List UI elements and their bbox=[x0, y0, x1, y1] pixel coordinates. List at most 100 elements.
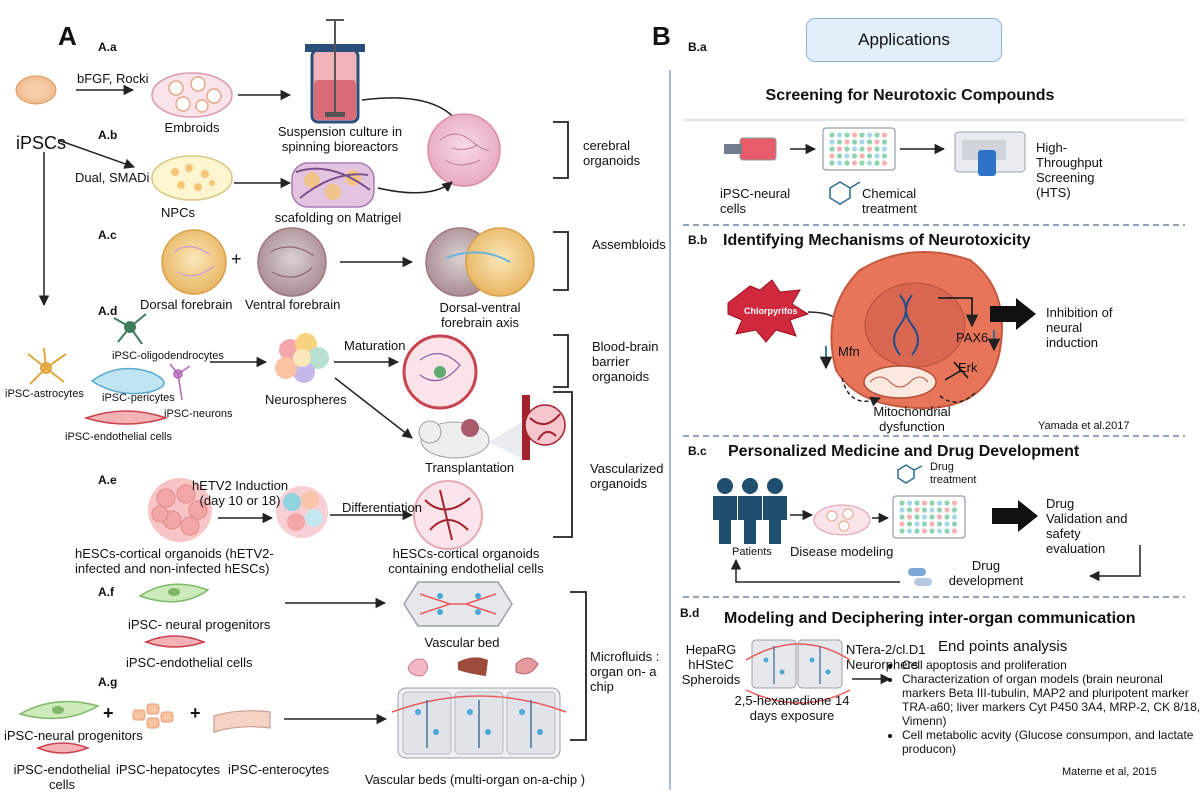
ba-title: Screening for Neurotoxic Compounds bbox=[765, 87, 1055, 104]
well-dot bbox=[929, 500, 935, 506]
label-a-f: A.f bbox=[98, 585, 114, 599]
drug-plate-icon bbox=[892, 495, 966, 539]
well-dot bbox=[866, 132, 873, 138]
well-dot bbox=[936, 507, 943, 513]
drug-validation-label: Drug Validation and safety evaluation bbox=[1046, 496, 1128, 556]
well-dot bbox=[829, 132, 835, 138]
scaffold-label: scafolding on Matrigel bbox=[274, 210, 402, 225]
well-dot bbox=[829, 153, 835, 159]
well-dot bbox=[881, 153, 888, 159]
well-dot bbox=[866, 160, 873, 166]
ag-endothelial-label: iPSC-endothelial cells bbox=[13, 762, 111, 792]
well-dot bbox=[844, 132, 850, 138]
chlorpyrifos-burst-icon bbox=[727, 279, 810, 343]
well-dot bbox=[906, 500, 913, 506]
inhibition-big-arrow bbox=[990, 298, 1036, 330]
mitochondria-icon bbox=[863, 365, 937, 399]
mito-dysfunction-label: Mitochondrial dysfunction bbox=[873, 404, 951, 434]
ventral-forebrain-label: Ventral forebrain bbox=[245, 297, 341, 312]
well-dot bbox=[914, 514, 920, 520]
well-dot bbox=[866, 153, 873, 159]
endpoint-item: Characterization of organ models (brain … bbox=[902, 672, 1200, 728]
erk-label: Erk bbox=[958, 360, 978, 375]
label-b-d: B.d bbox=[680, 606, 700, 620]
well-dot bbox=[836, 132, 843, 138]
well-dot bbox=[921, 507, 928, 513]
neurosphere-icon bbox=[275, 333, 329, 383]
astrocytes-label: iPSC-astrocytes bbox=[5, 388, 84, 400]
well-dot bbox=[906, 507, 913, 513]
dish-npcs-icon bbox=[151, 155, 233, 201]
ag-neural-label: iPSC-neural progenitors bbox=[4, 728, 143, 743]
pax6-label: PAX6 bbox=[956, 330, 989, 345]
astrocyte-icon bbox=[27, 347, 67, 385]
patients-label: Patients bbox=[732, 546, 772, 558]
well-dot bbox=[859, 146, 865, 152]
dorsal-forebrain-label: Dorsal forebrain bbox=[140, 297, 233, 312]
well-dot bbox=[944, 500, 950, 506]
aa-factors: bFGF, Rocki bbox=[77, 71, 149, 86]
well-dot bbox=[851, 153, 858, 159]
oligodendrocyte-icon bbox=[113, 313, 147, 345]
ba-chem-label: Chemical treatment bbox=[862, 186, 917, 216]
vascular-bed-label: Vascular bed bbox=[424, 635, 500, 650]
inhibition-label: Inhibition of neural induction bbox=[1046, 305, 1113, 350]
well-dot bbox=[899, 528, 905, 534]
suspension-label: Suspension culture in spinning bioreacto… bbox=[277, 124, 403, 154]
well-dot bbox=[859, 160, 865, 166]
hetv2-induction-label: hETV2 Induction (day 10 or 18) bbox=[191, 478, 289, 508]
yamada-citation: Yamada et al.2017 bbox=[1038, 420, 1130, 432]
label-a-e: A.e bbox=[98, 473, 117, 487]
well-dot bbox=[899, 500, 905, 506]
well-dot bbox=[844, 146, 850, 152]
well-dot bbox=[929, 507, 935, 513]
heparg-label: HepaRG hHSteC Spheroids bbox=[681, 642, 741, 687]
endothelial-organoid-icon bbox=[413, 480, 483, 550]
well-dot bbox=[951, 521, 958, 527]
well-dot bbox=[914, 507, 920, 513]
well-dot bbox=[874, 160, 880, 166]
well-dot bbox=[906, 521, 913, 527]
af-endothelial-label: iPSC-endothelial cells bbox=[126, 655, 253, 670]
well-dot bbox=[914, 521, 920, 527]
well-dot bbox=[921, 500, 928, 506]
arrow-to-npcs bbox=[57, 139, 135, 169]
cortical-organoids-label: hESCs-cortical organoids (hETV2- infecte… bbox=[75, 546, 274, 576]
intestine-icon bbox=[515, 657, 539, 675]
well-dot bbox=[944, 521, 950, 527]
infected-organoid-icon bbox=[276, 486, 328, 538]
embroids-label: Embroids bbox=[164, 120, 220, 135]
patients-icon bbox=[713, 478, 787, 544]
well-dot bbox=[851, 139, 858, 145]
neuron-icon bbox=[169, 363, 191, 401]
well-dot bbox=[844, 160, 850, 166]
well-dot bbox=[921, 514, 928, 520]
endothelial-label-ad: iPSC-endothelial cells bbox=[65, 431, 172, 443]
drug-molecule-icon bbox=[897, 464, 923, 484]
liver-icon bbox=[458, 657, 488, 676]
plus-sign: + bbox=[231, 249, 242, 269]
well-dot bbox=[829, 146, 835, 152]
cerebral-organoids-label: cerebral organoids bbox=[583, 138, 641, 168]
well-dot bbox=[944, 514, 950, 520]
well-dot bbox=[881, 160, 888, 166]
transplantation-label: Transplantation bbox=[425, 460, 515, 475]
vascularized-organoids-label: Vascularized organoids bbox=[590, 461, 664, 491]
inter-organ-chip-icon bbox=[745, 639, 851, 704]
endothelial-cell-icon bbox=[83, 410, 169, 425]
well-dot bbox=[829, 139, 835, 145]
well-dot bbox=[936, 528, 943, 534]
well-dot bbox=[836, 160, 843, 166]
multi-organ-chip-icon bbox=[391, 687, 567, 759]
well-dot bbox=[929, 521, 935, 527]
plus-sign-2: + bbox=[190, 703, 201, 723]
ba-cells-label: iPSC-neural cells bbox=[720, 186, 791, 216]
well-dot bbox=[859, 139, 865, 145]
well-dot bbox=[951, 528, 958, 534]
endpoint-item: Cell metabolic acvity (Glucose consumpon… bbox=[902, 728, 1200, 756]
well-dot bbox=[859, 153, 865, 159]
label-a-g: A.g bbox=[98, 675, 118, 689]
hexanedione-label: 2,5-hexanedione 14 days exposure bbox=[734, 693, 850, 723]
hepatocytes-label: iPSC-hepatocytes bbox=[116, 762, 221, 777]
neurons-label: iPSC-neurons bbox=[164, 408, 233, 420]
